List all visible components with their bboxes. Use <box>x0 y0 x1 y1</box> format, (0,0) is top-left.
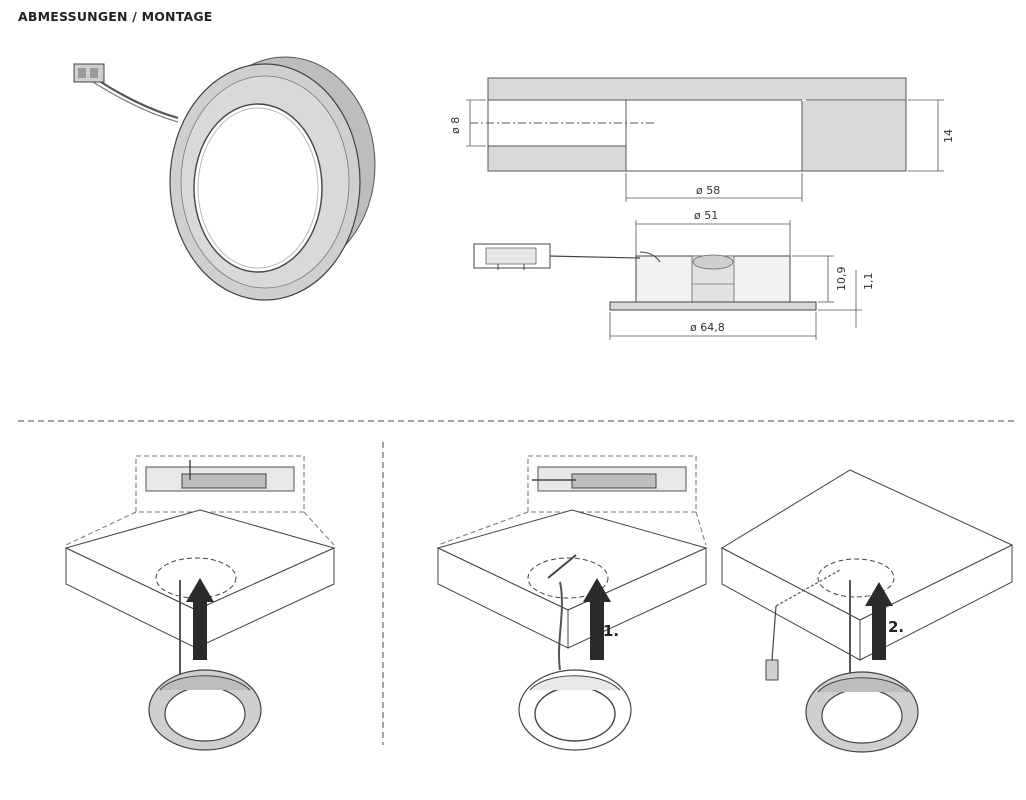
mounting-step-b: 1. <box>436 455 708 751</box>
step-label-2: 2. <box>888 618 904 636</box>
mounting-step-c: 2. <box>720 469 1014 753</box>
step-label-1: 1. <box>603 622 619 640</box>
dimension-d51: ø 51 <box>694 209 718 222</box>
dimension-d58: ø 58 <box>696 184 720 197</box>
product-render <box>73 56 376 301</box>
hanging-connector <box>765 659 779 681</box>
page-heading: ABMESSUNGEN / MONTAGE <box>18 9 213 24</box>
connector-plug <box>73 63 105 83</box>
dimension-h1-1: 1,1 <box>862 273 875 291</box>
dimension-d64-8: ø 64,8 <box>690 321 725 334</box>
dimension-d8: ø 8 <box>449 117 462 134</box>
cutout-section: ø 8 14 ø 58 <box>449 77 955 202</box>
dimension-h10-9: 10,9 <box>835 267 848 292</box>
dimension-h14: 14 <box>942 129 955 143</box>
side-connector <box>473 243 551 270</box>
mounting-step-a <box>64 455 336 751</box>
side-profile: ø 51 10,9 1,1 <box>473 209 875 340</box>
